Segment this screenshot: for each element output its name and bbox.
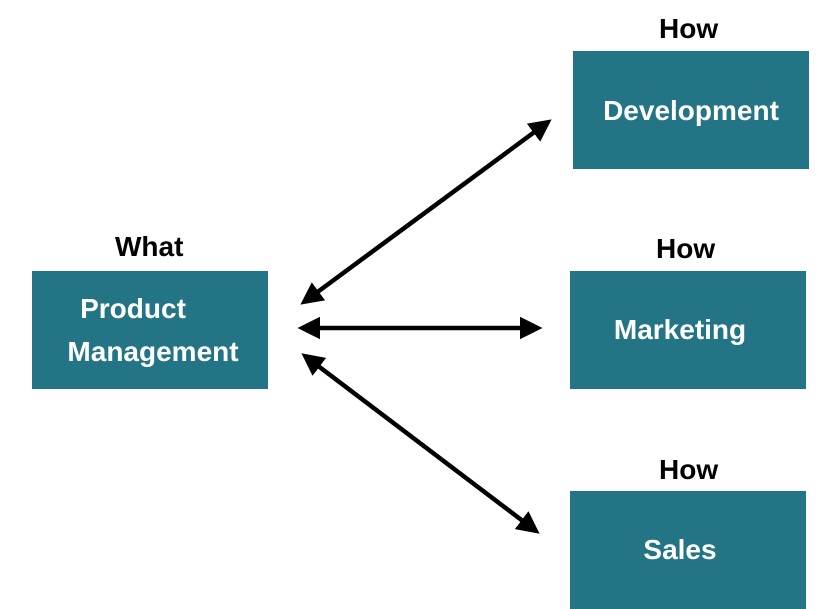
target-label-sales: How <box>659 454 719 485</box>
development-box: Development <box>573 51 809 169</box>
product-management-line-1: Product <box>80 292 186 324</box>
sales-box: Sales <box>570 491 806 609</box>
marketing-box: Marketing <box>570 271 806 389</box>
target-label-development: How <box>659 13 719 44</box>
arrow-to-sales <box>301 353 540 534</box>
source-label: What <box>115 231 184 262</box>
arrow-to-development <box>300 119 552 305</box>
target-label-marketing: How <box>656 233 716 264</box>
marketing-box-label: Marketing <box>613 314 747 346</box>
product-management-box: Product Management <box>32 271 268 389</box>
sales-box-label: Sales <box>643 534 717 566</box>
product-management-line-2: Management <box>67 336 239 367</box>
development-box-label: Development <box>603 95 779 126</box>
